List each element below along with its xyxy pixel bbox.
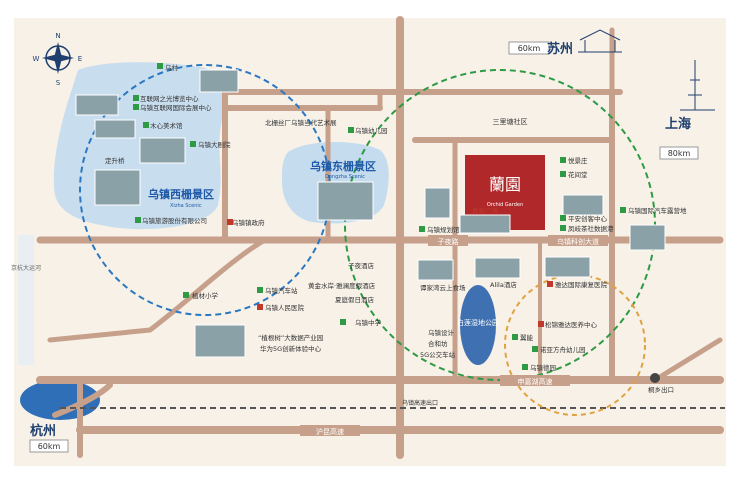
compass-icon: N S W E [33,32,83,87]
poi-ziye-hotel: 子夜酒店 [348,261,375,270]
pin-icon [512,334,518,340]
pin-icon [227,219,233,225]
wetland-label: 白莲湿地公园 [457,318,499,327]
poi-planning: 乌镇规划馆 [427,225,460,234]
pin-icon [532,346,538,352]
west-scenic-label: 乌镇西栅景区 [148,187,214,201]
poi-zhicai: 植材小学 [192,291,219,300]
road-exit: 乌镇高速出口 [402,399,438,407]
suzhou-distance-box [508,41,550,55]
poi-camp: 乌镇国际汽车露营地 [628,206,687,215]
wetland-park-lake [460,285,496,365]
compass-e: E [78,55,82,63]
hangzhou-distance-box [29,439,69,453]
road-sanlitang: 三里塘社区 [493,117,528,126]
suzhou-label: 苏州 [547,41,573,57]
pin-icon [560,225,566,231]
poi-5gbus: 5G公交车站 [420,350,456,359]
project-name: 蘭園 [489,175,521,194]
poi-internet-light: 互联网之光博览中心 [140,94,199,103]
shanghai-distance: 80km [668,149,691,158]
pin-icon [133,104,139,110]
poi-fengqi: 凤岐茶社数据港 [568,224,614,233]
poi-zhigenshu: “植根树”大数据产业园 [258,333,323,342]
pin-icon [133,95,139,101]
pin-icon [183,292,189,298]
pin-icon [522,364,528,370]
poi-pingan: 平安创客中心 [568,214,608,223]
poi-theatre: 乌镇大剧院 [198,140,231,149]
pin-icon [157,63,163,69]
pin-icon [620,207,626,213]
pin-icon [419,226,425,232]
poi-hehe: 合和坊 [428,339,448,348]
poi-design: 乌镇设计 [428,328,455,337]
photo-tiles [75,69,666,358]
southeast-radius-circle [504,274,646,416]
poi-convention: 乌镇互联网国际会展中心 [140,103,212,112]
poi-tongxiang-exit: 桐乡出口 [648,385,674,394]
shanghai-distance-box [659,146,699,160]
pin-icon [340,319,346,325]
compass-n: N [55,32,60,40]
hangzhou-distance: 60km [38,442,61,451]
suzhou-distance: 60km [518,44,541,53]
pin-icon [560,215,566,221]
poi-yalan: 黄金水岸·雅澜度假酒店 [308,281,376,290]
poi-dingsheng: 定升桥 [105,156,125,165]
hospital-icon [257,304,263,310]
hangzhou-label: 杭州 [30,423,56,439]
poi-huawei: 华为5G创新体验中心 [260,344,322,353]
poi-middle-school: 乌镇中学 [355,318,382,327]
poi-markers [133,63,660,383]
poi-bus-station: 乌镇汽车站 [265,286,298,295]
east-scenic-label: 乌镇东栅景区 [310,159,376,173]
road-shenjia: 申嘉湖高速 [518,377,553,386]
canal [18,235,34,365]
compass-s: S [56,79,61,87]
poi-yineng: 翼能 [520,333,534,342]
poi-hospital: 乌镇人民医院 [265,303,305,312]
poi-wucun: 乌村 [165,63,179,72]
poi-muxin: 木心美术馆 [150,121,183,130]
poi-tanjiawan: 谭家湾云上食场 [420,283,466,292]
compass-w: W [33,55,40,63]
poi-deyuan: 乌镇德园 [530,363,556,372]
pin-icon [143,122,149,128]
poi-noah: 诺亚方舟幼儿园 [540,345,586,354]
exit-icon [650,373,660,383]
shanghai-label: 上海 [665,116,691,132]
pin-icon [547,281,553,287]
pin-icon [560,157,566,163]
shanghai-landmark-icon [680,60,715,111]
poi-yada: 雅达国际康复医院 [555,280,608,289]
pin-icon [257,287,263,293]
poi-tourism: 乌镇旅游股份有限公司 [142,216,207,225]
pin-icon [190,141,196,147]
poi-gov: 乌镇镇政府 [232,218,265,227]
poi-alila: Alila酒店 [490,280,517,289]
poi-huajian: 花间堂 [568,170,588,179]
east-scenic-sub: Dongzha Scenic [325,174,365,180]
pin-icon [348,127,354,133]
project-en: Orchid Garden [487,202,523,208]
poi-kindergarten: 乌镇幼儿园 [355,126,388,135]
poi-yuejing: 悦景庄 [568,156,588,165]
road-ziye: 子夜路 [438,237,459,246]
pin-icon [560,171,566,177]
poi-labels: 乌村 互联网之光博览中心 乌镇互联网国际会展中心 木心美术馆 乌镇大剧院 定升桥… [105,63,687,394]
poi-songjin: 松锦雅达医养中心 [545,320,598,329]
west-scenic-sub: Xizha Scenic [170,203,202,209]
pin-icon [538,321,544,327]
road-canal: 京杭大运河 [11,264,41,272]
poi-beizha: 北栅丝厂乌镇当代艺术展 [265,118,337,127]
poi-xiating: 夏庭假日酒店 [335,295,375,304]
poi-youth-square: 青年广场 [472,206,499,215]
pin-icon [135,217,141,223]
road-kechuang: 乌镇科创大道 [557,237,599,246]
road-hukun: 沪昆高速 [316,427,344,436]
suzhou-landmark-icon [578,29,622,53]
